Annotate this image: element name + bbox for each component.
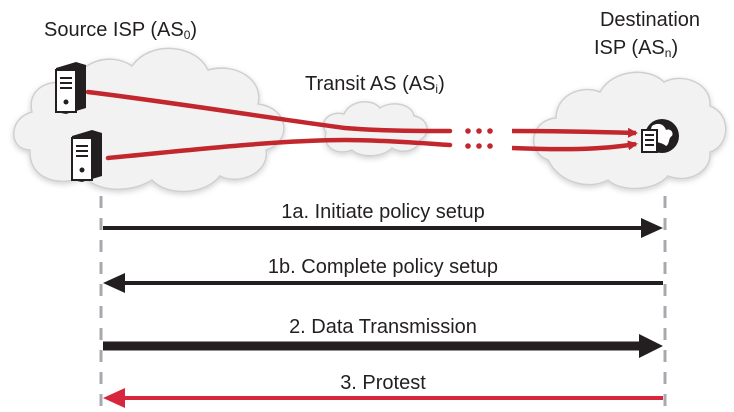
path-lower — [105, 137, 453, 161]
sequence-step-label: 3. Protest — [340, 372, 426, 394]
path-upper-dest — [511, 127, 638, 138]
transit-as-label: Transit AS (ASi) — [305, 73, 445, 96]
arrow-left-icon — [103, 388, 125, 408]
source-isp-cloud — [13, 47, 285, 193]
ellipsis-icon — [465, 128, 493, 149]
sequence-step-1: 1a. Initiate policy setup — [103, 201, 663, 238]
sequence-step-2: 1b. Complete policy setup — [103, 256, 663, 293]
sequence-step-4: 3. Protest — [103, 372, 663, 408]
sequence-step-3: 2. Data Transmission — [103, 316, 663, 358]
source-isp-label: Source ISP (AS0) — [44, 19, 197, 42]
sequence-steps: 1a. Initiate policy setup 1b. Complete po… — [103, 201, 663, 408]
server-icon — [55, 62, 86, 114]
path-upper — [85, 89, 453, 134]
routing-paths — [85, 89, 638, 161]
arrow-right-icon — [639, 334, 663, 358]
destination-isp-label: Destination — [600, 9, 700, 31]
server-icon — [71, 130, 102, 182]
web-server-globe-icon — [641, 119, 679, 153]
sequence-step-label: 2. Data Transmission — [289, 316, 477, 338]
arrow-right-icon — [641, 218, 663, 238]
destination-isp-label-line2: ISP (ASn) — [594, 37, 678, 60]
path-lower-dest — [511, 140, 638, 152]
sequence-step-label: 1b. Complete policy setup — [268, 256, 498, 278]
arrow-left-icon — [103, 273, 125, 293]
sequence-step-label: 1a. Initiate policy setup — [281, 201, 484, 223]
